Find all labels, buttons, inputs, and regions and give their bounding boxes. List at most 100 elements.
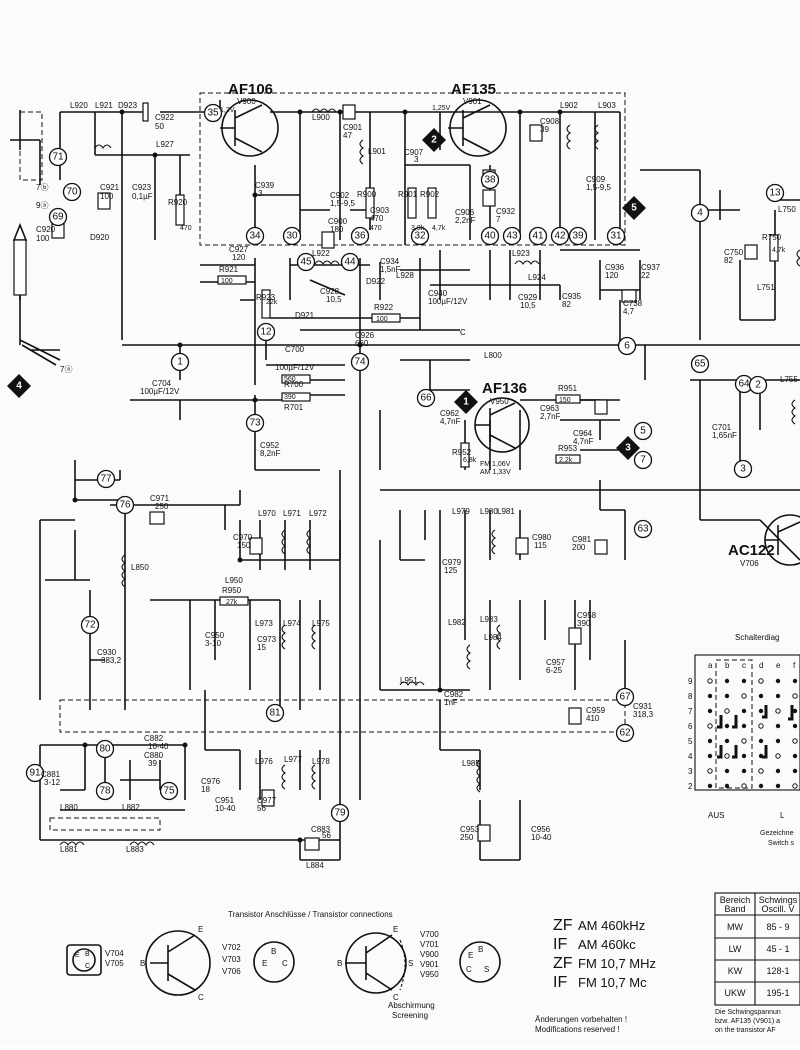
capacitor-c951-value: 10-40 xyxy=(215,804,236,813)
resistor-r921-value: 100 xyxy=(221,278,233,285)
modifications-de: Änderungen vorbehalten ! xyxy=(535,1015,627,1024)
capacitor-c880: C880 xyxy=(144,751,164,760)
v706-ref: V706 xyxy=(740,559,759,568)
node-73-label: 73 xyxy=(249,418,261,429)
tc-pkg3-e: E xyxy=(468,951,473,960)
wiring xyxy=(10,100,800,861)
capacitor-c957: C957 xyxy=(546,658,566,667)
aus-label: AUS xyxy=(708,811,724,820)
node-7: 7 xyxy=(633,450,653,470)
node-38-label: 38 xyxy=(484,175,496,186)
node-44: 44 xyxy=(340,252,360,272)
inductor-l923: L923 xyxy=(512,249,530,258)
capacitor-c964-value: 4,7nF xyxy=(573,437,594,446)
capacitor-c937: C937 xyxy=(641,263,661,272)
capacitor-c931: C931 xyxy=(633,702,653,711)
node-71: 71 xyxy=(48,147,68,167)
transistor-connections: Transistor Anschlüsse / Transistor conne… xyxy=(66,910,501,1020)
capacitor-c883-value: 56 xyxy=(322,831,331,840)
transistor-v900-symbol xyxy=(220,99,279,157)
inductor-l976: L976 xyxy=(255,757,273,766)
capacitor-c930: C930 xyxy=(97,648,117,657)
node-66: 66 xyxy=(416,388,436,408)
inductor-l881: L881 xyxy=(60,845,78,854)
node-1-label: 1 xyxy=(177,357,183,368)
if-label-2: IF xyxy=(553,936,567,953)
switch-row-4: 4 xyxy=(688,752,693,761)
coil-shapes xyxy=(59,108,800,846)
band-row-kw: KW xyxy=(728,966,743,976)
capacitor-c882-value: 10-40 xyxy=(148,742,169,751)
node-78-label: 78 xyxy=(99,786,111,797)
node-35-label: 35 xyxy=(207,108,219,119)
v901-ref: V901 xyxy=(463,97,482,106)
node-79: 79 xyxy=(330,803,350,823)
capacitor-c971: C971 xyxy=(150,494,170,503)
node-42: 42 xyxy=(550,226,570,246)
v900-ref: V900 xyxy=(237,97,256,106)
capacitor-c927: C927 xyxy=(229,245,249,254)
inductor-l978: L978 xyxy=(312,757,330,766)
resistor-shapes xyxy=(175,187,779,606)
node-67-label: 67 xyxy=(619,692,631,703)
band-row-kw-value: 128-1 xyxy=(766,966,789,976)
node-31: 31 xyxy=(606,226,626,246)
capacitor-c981: C981 xyxy=(572,535,592,544)
capacitor-c926-value: 660 xyxy=(355,339,369,348)
tc-pkg2-e: E xyxy=(262,959,267,968)
resistor-r900-value: 470 xyxy=(370,225,382,232)
diamond-4: 4 xyxy=(7,374,31,398)
resistor-r700: R700 xyxy=(284,380,304,389)
tc-g3-1: V701 xyxy=(420,940,439,949)
node-75-label: 75 xyxy=(163,786,175,797)
capacitor-c937-value: 22 xyxy=(641,271,650,280)
node-62: 62 xyxy=(615,723,635,743)
transistor-v901-symbol xyxy=(448,99,507,157)
diode-d920: D920 xyxy=(90,233,110,242)
tc-sym1-c: C xyxy=(198,993,204,1002)
switch-row-7: 7 xyxy=(688,707,693,716)
capacitor-c906: C906 xyxy=(455,208,475,217)
capacitor-c909-value: 1,5-9,5 xyxy=(586,183,611,192)
inductor-l928: L928 xyxy=(396,271,414,280)
tc-sym2-b: B xyxy=(337,959,342,968)
if-line-3: FM 10,7 MHz xyxy=(578,956,656,971)
resistor-r900: R900 xyxy=(357,190,377,199)
resistor-r922: R922 xyxy=(374,303,394,312)
node-77-label: 77 xyxy=(100,474,112,485)
node-30-label: 30 xyxy=(286,231,298,242)
capacitor-c939: C939 xyxy=(255,181,275,190)
node-74: 74 xyxy=(350,352,370,372)
v901-type: AF135 xyxy=(451,81,496,98)
capacitor-c980: C980 xyxy=(532,533,552,542)
node-72: 72 xyxy=(80,615,100,635)
node-40: 40 xyxy=(480,226,500,246)
capacitor-c927-value: 120 xyxy=(232,253,246,262)
capacitor-c903-value: 470 xyxy=(370,214,384,223)
inductor-l977: L977 xyxy=(284,755,302,764)
capacitor-c963: C963 xyxy=(540,404,560,413)
capacitor-c901-value: 47 xyxy=(343,131,352,140)
node-13-label: 13 xyxy=(769,188,781,199)
node-4-label: 4 xyxy=(697,208,703,219)
resistor-r920: R920 xyxy=(168,198,188,207)
node-91: 91 xyxy=(25,763,45,783)
capacitor-c982: C982 xyxy=(444,690,464,699)
node-44-label: 44 xyxy=(344,257,356,268)
node-3-label: 3 xyxy=(740,464,746,475)
ferrite-rod-antenna xyxy=(12,222,57,366)
switch-col-f: f xyxy=(793,661,796,670)
resistor-r953-value: 2,2k xyxy=(559,457,573,464)
capacitor-c907-value: 3 xyxy=(414,155,419,164)
capacitor-c701-value: 1,65nF xyxy=(712,431,737,440)
tc-pkg3-c: C xyxy=(466,965,472,974)
band-row-ukw: UKW xyxy=(725,988,747,998)
tc-g3-2: V900 xyxy=(420,950,439,959)
node-31-label: 31 xyxy=(610,231,622,242)
capacitor-c907: C907 xyxy=(404,148,424,157)
node-9a-label: 9ⓐ xyxy=(36,201,48,210)
diode-d922: D922 xyxy=(366,277,386,286)
transistor-v950-symbol xyxy=(474,397,530,453)
node-77: 77 xyxy=(96,469,116,489)
node-70-label: 70 xyxy=(66,187,78,198)
